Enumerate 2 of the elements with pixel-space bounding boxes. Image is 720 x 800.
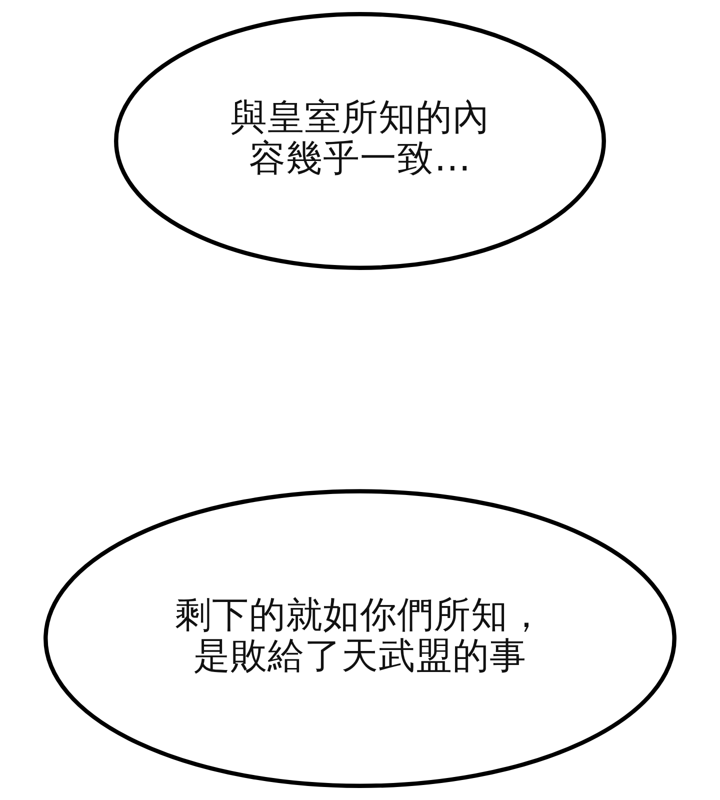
node-ellipse: 與皇室所知的內容幾乎一致… (114, 12, 606, 270)
node-ellipse: 剩下的就如你們所知，是敗給了天武盟的事 (44, 489, 676, 788)
